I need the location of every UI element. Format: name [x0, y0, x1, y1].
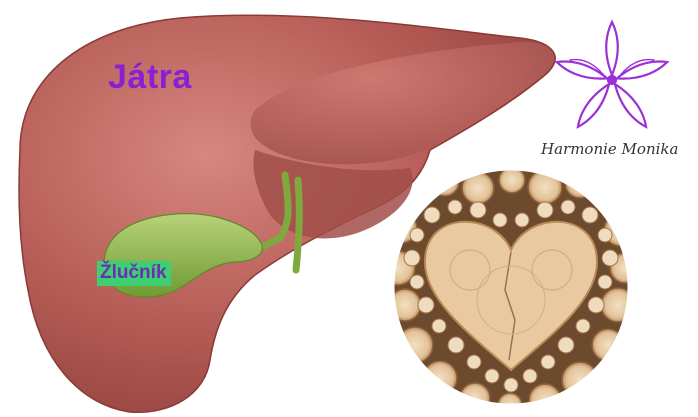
flower-logo-icon — [555, 22, 669, 130]
wood-heart-photo — [381, 165, 640, 417]
liver-label: Játra — [108, 58, 192, 97]
gallbladder-label: Žlučník — [97, 261, 171, 286]
brand-name: Harmonie Monika — [541, 140, 678, 158]
